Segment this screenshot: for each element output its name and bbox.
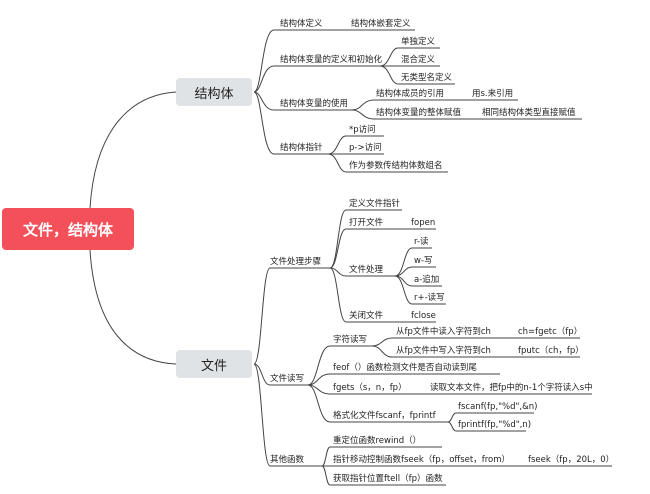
node-single-def: 单独定义: [401, 37, 436, 47]
node-mode-r: r-读: [414, 237, 429, 247]
node-struct-def: 结构体定义: [280, 19, 323, 29]
node-ptr-param: 作为参数传结构体数组名: [349, 161, 443, 171]
node-rewind: 重定位函数rewind（）: [333, 436, 422, 446]
node-mode-a: a-追加: [414, 275, 440, 285]
node-ftell: 获取指针位置ftell（fp）函数: [333, 474, 443, 484]
node-fseek-example: fseek（fp，20L，0）: [528, 455, 615, 465]
node-mode-rplus: r+-读写: [414, 293, 445, 303]
node-fgets-note: 读取文本文件，把fp中的n-1个字符读入s中: [430, 383, 593, 393]
node-fgets: fgets（s，n，fp）: [333, 383, 407, 393]
node-var-init: 结构体变量的定义和初始化: [280, 55, 383, 65]
topic-struct: 结构体: [176, 78, 252, 106]
node-fscanf: fscanf(fp,"%d",&n): [458, 402, 538, 412]
node-feof: feof（）函数检测文件是否自动读到尾: [333, 363, 477, 373]
node-file-rw: 文件读写: [270, 374, 305, 384]
node-member-ref-note: 用s.来引用: [472, 89, 514, 99]
node-close-file: 关闭文件: [349, 311, 384, 321]
node-struct-pointer: 结构体指针: [280, 143, 323, 153]
node-ptr-deref: *p访问: [349, 125, 376, 135]
node-fclose: fclose: [411, 311, 436, 321]
node-fopen: fopen: [411, 218, 436, 228]
node-mixed-def: 混合定义: [401, 55, 436, 65]
node-other-funcs: 其他函数: [270, 455, 305, 465]
topic-file: 文件: [176, 350, 252, 378]
node-char-rw: 字符读写: [333, 335, 368, 345]
node-open-file: 打开文件: [349, 218, 384, 228]
node-anon-def: 无类型名定义: [401, 73, 453, 83]
node-struct-nested: 结构体嵌套定义: [351, 19, 411, 29]
node-def-file-ptr: 定义文件指针: [349, 199, 401, 209]
root-topic: 文件，结构体: [2, 208, 134, 250]
node-whole-assign-note: 相同结构体类型直接赋值: [482, 108, 576, 118]
node-member-ref: 结构体成员的引用: [376, 89, 445, 99]
node-var-usage: 结构体变量的使用: [280, 99, 349, 109]
node-write-char: 从fp文件中写入字符到ch: [396, 346, 491, 356]
node-file-process: 文件处理: [349, 265, 384, 275]
node-fseek-desc: 指针移动控制函数fseek（fp，offset，from）: [333, 455, 511, 465]
node-whole-assign: 结构体变量的整体赋值: [376, 108, 462, 118]
node-formatted-io: 格式化文件fscanf，fprintf: [333, 411, 436, 421]
node-fgetc: ch=fgetc（fp）: [518, 327, 583, 337]
node-fputc: fputc（ch，fp）: [518, 346, 584, 356]
node-fprintf: fprintf(fp,"%d",n): [458, 420, 532, 430]
node-ptr-arrow: p->访问: [349, 143, 382, 153]
node-mode-w: w-写: [414, 256, 433, 266]
node-file-steps: 文件处理步骤: [270, 257, 322, 267]
node-read-char: 从fp文件中读入字符到ch: [396, 327, 491, 337]
